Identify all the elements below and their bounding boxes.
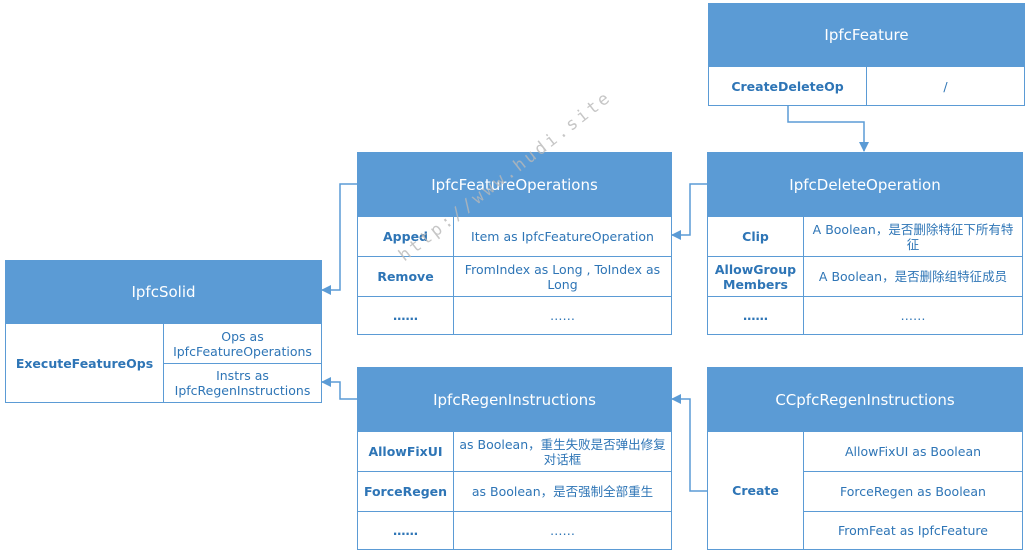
method-params: …… [454,511,671,549]
connector-regen-to-solid [321,377,358,400]
method-name: ForceRegen [358,471,454,511]
connector-feature-to-delete [787,105,869,152]
class-title: IpfcFeature [709,4,1024,66]
method-params: …… [454,296,671,334]
ipfc-delete-operation-class: IpfcDeleteOperation Clip A Boolean，是否删除特… [707,152,1023,335]
method-params: Item as IpfcFeatureOperation [454,216,671,256]
ccpfc-regen-instructions-class: CCpfcRegenInstructions Create AllowFixUI… [707,367,1023,550]
method-name: …… [358,511,454,549]
connector-delete-to-operations [671,183,708,240]
method-name: AllowFixUI [358,431,454,471]
method-params: Ops as IpfcFeatureOperations [164,323,321,363]
method-name: Apped [358,216,454,256]
ipfc-solid-class: IpfcSolid ExecuteFeatureOps Ops as IpfcF… [5,260,322,403]
ipfc-feature-class: IpfcFeature CreateDeleteOp / [708,3,1025,106]
ipfc-feature-operations-class: IpfcFeatureOperations Apped Item as Ipfc… [357,152,672,335]
method-name: ExecuteFeatureOps [6,323,164,402]
method-name: Create [708,431,804,549]
method-params: …… [804,296,1022,334]
method-params: AllowFixUI as Boolean [804,431,1022,471]
method-params: FromIndex as Long , ToIndex as Long [454,256,671,296]
class-title: IpfcDeleteOperation [708,153,1022,216]
class-title: IpfcRegenInstructions [358,368,671,431]
method-params: Instrs as IpfcRegenInstructions [164,363,321,402]
method-name: CreateDeleteOp [709,66,867,106]
method-name: AllowGroup Members [708,256,804,296]
method-params: as Boolean，是否强制全部重生 [454,471,671,511]
method-name: Clip [708,216,804,256]
method-params: FromFeat as IpfcFeature [804,511,1022,549]
method-name: …… [358,296,454,334]
ipfc-regen-instructions-class: IpfcRegenInstructions AllowFixUI as Bool… [357,367,672,550]
method-params: as Boolean，重生失败是否弹出修复对话框 [454,431,671,471]
method-name: Remove [358,256,454,296]
method-params: A Boolean，是否删除特征下所有特征 [804,216,1022,256]
method-params: / [867,66,1024,106]
method-params: ForceRegen as Boolean [804,471,1022,511]
method-name: …… [708,296,804,334]
connector-operations-to-solid [321,183,358,295]
class-title: IpfcSolid [6,261,321,323]
connector-ccregen-to-regen [671,394,708,492]
class-title: CCpfcRegenInstructions [708,368,1022,431]
method-params: A Boolean，是否删除组特征成员 [804,256,1022,296]
class-title: IpfcFeatureOperations [358,153,671,216]
